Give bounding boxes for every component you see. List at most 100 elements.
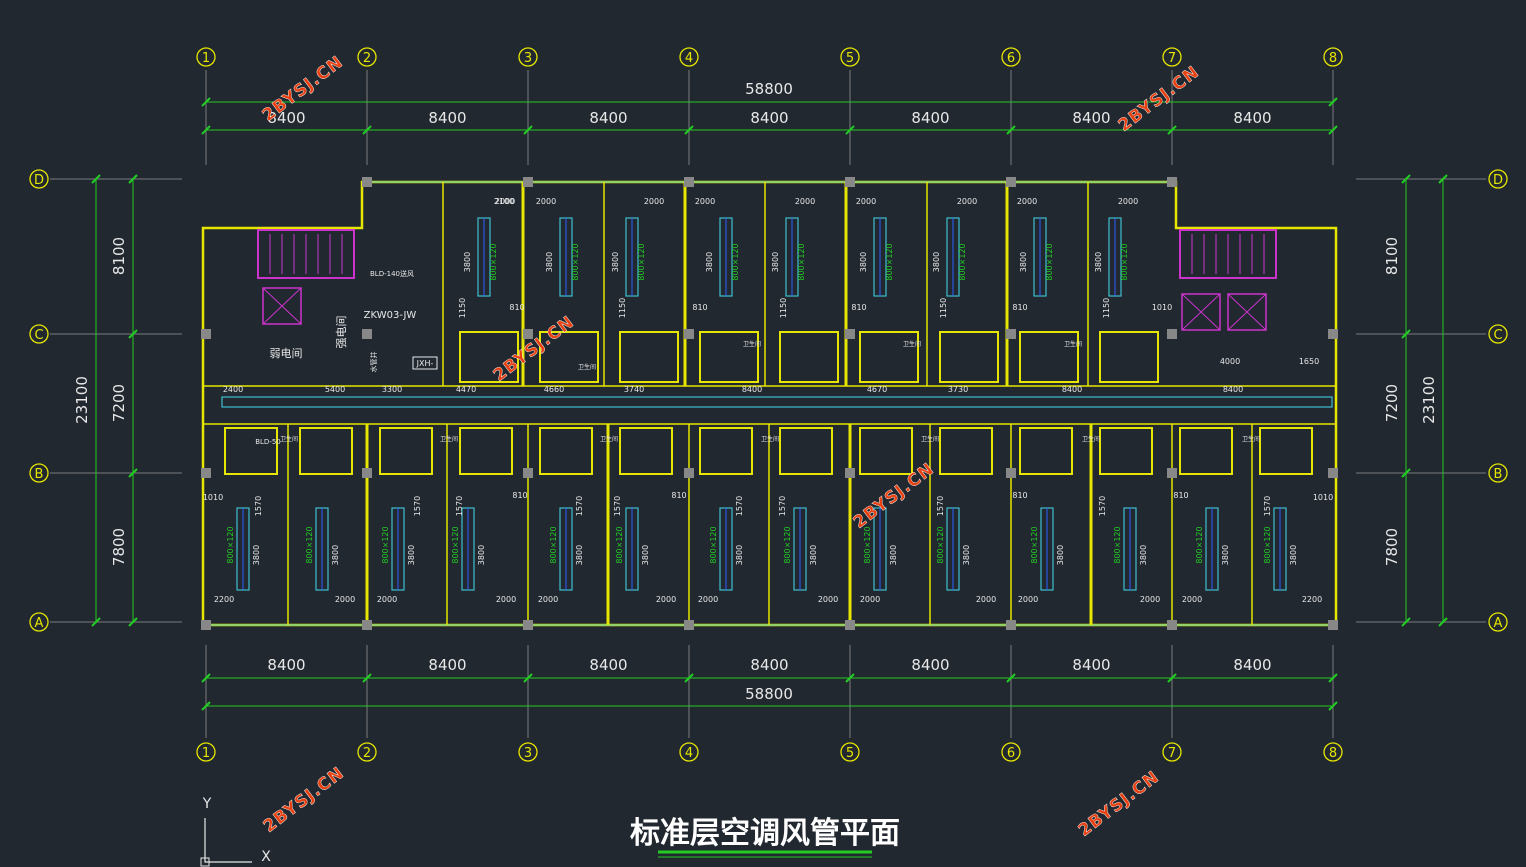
- row-bubble-label-right-D: D: [1493, 173, 1503, 188]
- bottom-duct-size-7: 800×120: [783, 526, 792, 563]
- bottom-duct-length-6: 3800: [735, 545, 744, 565]
- row-bubble-left-C: [29, 324, 49, 344]
- row-bubble-left-D: [29, 169, 49, 189]
- dim-top-bay-2: 8400: [428, 109, 466, 127]
- bathroom-bottom-12: [1179, 427, 1233, 475]
- dim-bottom-bays-line-tick-1: [362, 673, 372, 683]
- top-duct-size-6: 800×120: [958, 243, 967, 280]
- building-walls: [201, 177, 1338, 630]
- drawing-title-block: 标准层空调风管平面: [630, 816, 900, 858]
- col-bubble-bottom-2: [357, 742, 377, 762]
- ucs-y-label: Y: [202, 796, 212, 812]
- bottom-edge-split-left: 2200: [214, 595, 234, 604]
- dim-left-spans-line-tick-0: [128, 174, 138, 184]
- bottom-duct-size-6: 800×120: [709, 526, 718, 563]
- bottom-duct-size-4: 800×120: [549, 526, 558, 563]
- corridor-main-duct: [221, 396, 1333, 408]
- equipment-zkw: ZKW03-JW: [364, 310, 417, 321]
- top-split-a-2: 2000: [795, 197, 815, 206]
- dimension-lines: [91, 97, 1448, 711]
- equipment-jxh: JXH-: [416, 359, 434, 368]
- dim-bottom-bay-4: 8400: [750, 656, 788, 674]
- dim-top-bay-6: 8400: [1072, 109, 1110, 127]
- column-marker-1-3: [684, 329, 694, 339]
- row-bubble-right-C: [1488, 324, 1508, 344]
- col-bubble-label-top-1: 1: [202, 51, 210, 66]
- unit-spacing-1150-0: 1150: [458, 298, 467, 318]
- dim-right-spans-line-tick-3: [1401, 617, 1411, 627]
- col-bubble-label-top-6: 6: [1007, 51, 1015, 66]
- room-bathroom-label-3: 卫生间: [1064, 340, 1082, 348]
- dim-bottom-bay-1: 8400: [267, 656, 305, 674]
- dim-bottom-bay-7: 8400: [1233, 656, 1271, 674]
- bathroom-bottom-2: [379, 427, 433, 475]
- bottom-duct-size-0: 800×120: [226, 526, 235, 563]
- dim-right-span-1: 7200: [1383, 384, 1401, 422]
- col-bubble-label-top-3: 3: [524, 51, 532, 66]
- unit-spacing-1570-4: 1570: [613, 496, 622, 516]
- unit-spacing-bottom-0: 810: [512, 491, 527, 500]
- top-duct-length-6: 3800: [932, 252, 941, 272]
- dim-top-bays-line-tick-2: [523, 125, 533, 135]
- row-bubble-label-left-B: B: [35, 467, 44, 482]
- column-marker-0-3: [684, 177, 694, 187]
- unit-spacing-bottom-2: 810: [1012, 491, 1027, 500]
- unit-spacing-top-3: 810: [1012, 303, 1027, 312]
- bottom-split-2: 2000: [496, 595, 516, 604]
- column-marker-3-5: [1006, 620, 1016, 630]
- bottom-split-3: 2000: [538, 595, 558, 604]
- lift-shaft-0: [262, 287, 302, 325]
- room-bathroom-label-1: 卫生间: [743, 340, 761, 348]
- dim-top-bays-line-tick-7: [1328, 125, 1338, 135]
- col-bubble-bottom-7: [1162, 742, 1182, 762]
- column-marker-2-3: [684, 468, 694, 478]
- bathroom-top-3: [699, 331, 759, 383]
- corridor-top-dim-0: 4470: [456, 385, 476, 394]
- column-marker-1-2: [523, 329, 533, 339]
- bottom-duct-length-7: 3800: [809, 545, 818, 565]
- ucs-x-label: X: [261, 849, 271, 865]
- col-bubble-label-bottom-1: 1: [202, 746, 210, 761]
- top-duct-length-7: 3800: [1019, 252, 1028, 272]
- top-duct-size-8: 800×120: [1120, 243, 1129, 280]
- corridor-bottom-dim-1: 5400: [325, 385, 345, 394]
- row-bubble-label-right-C: C: [1493, 328, 1502, 343]
- dim-bottom-bays-line-tick-7: [1328, 673, 1338, 683]
- bottom-duct-length-3: 3800: [477, 545, 486, 565]
- unit-spacing-1150-2: 1150: [779, 298, 788, 318]
- top-duct-size-2: 800×120: [637, 243, 646, 280]
- col-bubble-bottom-4: [679, 742, 699, 762]
- corridor-bottom-dim-2: 3300: [382, 385, 402, 394]
- top-split-b-3: 2000: [1017, 197, 1037, 206]
- dim-right-total-line-tick-0: [1438, 174, 1448, 184]
- corridor-top-dim-4: 4670: [867, 385, 887, 394]
- column-marker-3-0: [201, 620, 211, 630]
- dim-top-total-line-tick-0: [201, 97, 211, 107]
- col-bubble-bottom-6: [1001, 742, 1021, 762]
- bottom-duct-length-9: 3800: [962, 545, 971, 565]
- bottom-duct-length-13: 3800: [1289, 545, 1298, 565]
- dim-bottom-bay-2: 8400: [428, 656, 466, 674]
- corridor-top-dim-5: 3730: [948, 385, 968, 394]
- row-bubble-label-right-B: B: [1494, 467, 1503, 482]
- corridor-top-dim-6: 8400: [1062, 385, 1082, 394]
- bottom-duct-length-0: 3800: [252, 545, 261, 565]
- column-marker-0-6: [1167, 177, 1177, 187]
- column-marker-0-5: [1006, 177, 1016, 187]
- unit-spacing-1010-bottom-right: 1010: [1313, 493, 1333, 502]
- bottom-duct-size-13: 800×120: [1263, 526, 1272, 563]
- dim-left-span-1: 7200: [110, 384, 128, 422]
- unit-spacing-1150-1: 1150: [618, 298, 627, 318]
- corridor-top-dim-7: 4000: [1220, 357, 1240, 366]
- col-bubble-label-top-4: 4: [685, 51, 693, 66]
- unit-spacing-1570-5: 1570: [735, 496, 744, 516]
- top-split-a-1: 2000: [644, 197, 664, 206]
- column-marker-0-1: [362, 177, 372, 187]
- col-bubble-top-6: [1001, 47, 1021, 67]
- room-bathroom-label-10: 卫生间: [1242, 435, 1260, 443]
- room-bathroom-label-6: 卫生间: [600, 435, 618, 443]
- detail-labels: 800×120 3800 800×120 3800 800×120 3800 800×120…: [203, 197, 1333, 604]
